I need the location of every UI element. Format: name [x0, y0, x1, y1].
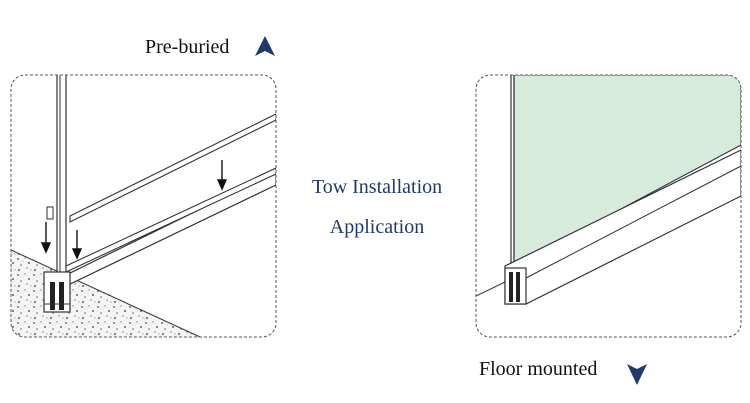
- floor-channel-profile: [504, 267, 527, 305]
- floor-mounted-label: Floor mounted: [479, 358, 598, 380]
- center-title-line1: Tow Installation: [311, 176, 443, 198]
- embedded-channel: [43, 271, 71, 313]
- floor-mounted-panel: [475, 74, 742, 338]
- left-glass-panel: [56, 75, 276, 287]
- floor-mounted-caption: Floor mounted: [479, 358, 597, 381]
- clip-piece: [46, 206, 54, 220]
- center-title-line2: Application: [329, 216, 425, 238]
- left-panel-frame: [10, 74, 277, 338]
- right-panel-frame: [475, 74, 742, 338]
- upper-rail-strip: [69, 113, 276, 223]
- insert-arrow-icon: [40, 160, 228, 260]
- down-arrow-icon: [627, 364, 647, 385]
- up-arrow-icon: [255, 36, 275, 56]
- pre-buried-panel: [10, 74, 277, 338]
- pre-buried-caption: Pre-buried: [145, 36, 229, 59]
- lower-rail: [65, 167, 276, 273]
- pre-buried-label: Pre-buried: [145, 36, 230, 58]
